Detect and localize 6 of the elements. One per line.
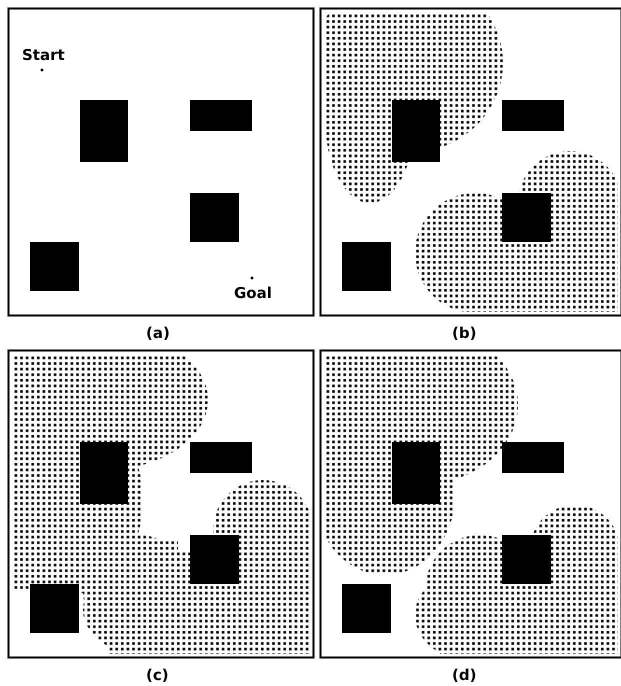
panel-caption: (c) [146, 668, 169, 683]
goal-label: Goal [234, 286, 272, 301]
start-label: Start [22, 48, 65, 63]
panel-caption: (b) [452, 326, 476, 341]
panel-caption: (a) [146, 326, 170, 341]
panel-caption: (d) [452, 668, 476, 683]
